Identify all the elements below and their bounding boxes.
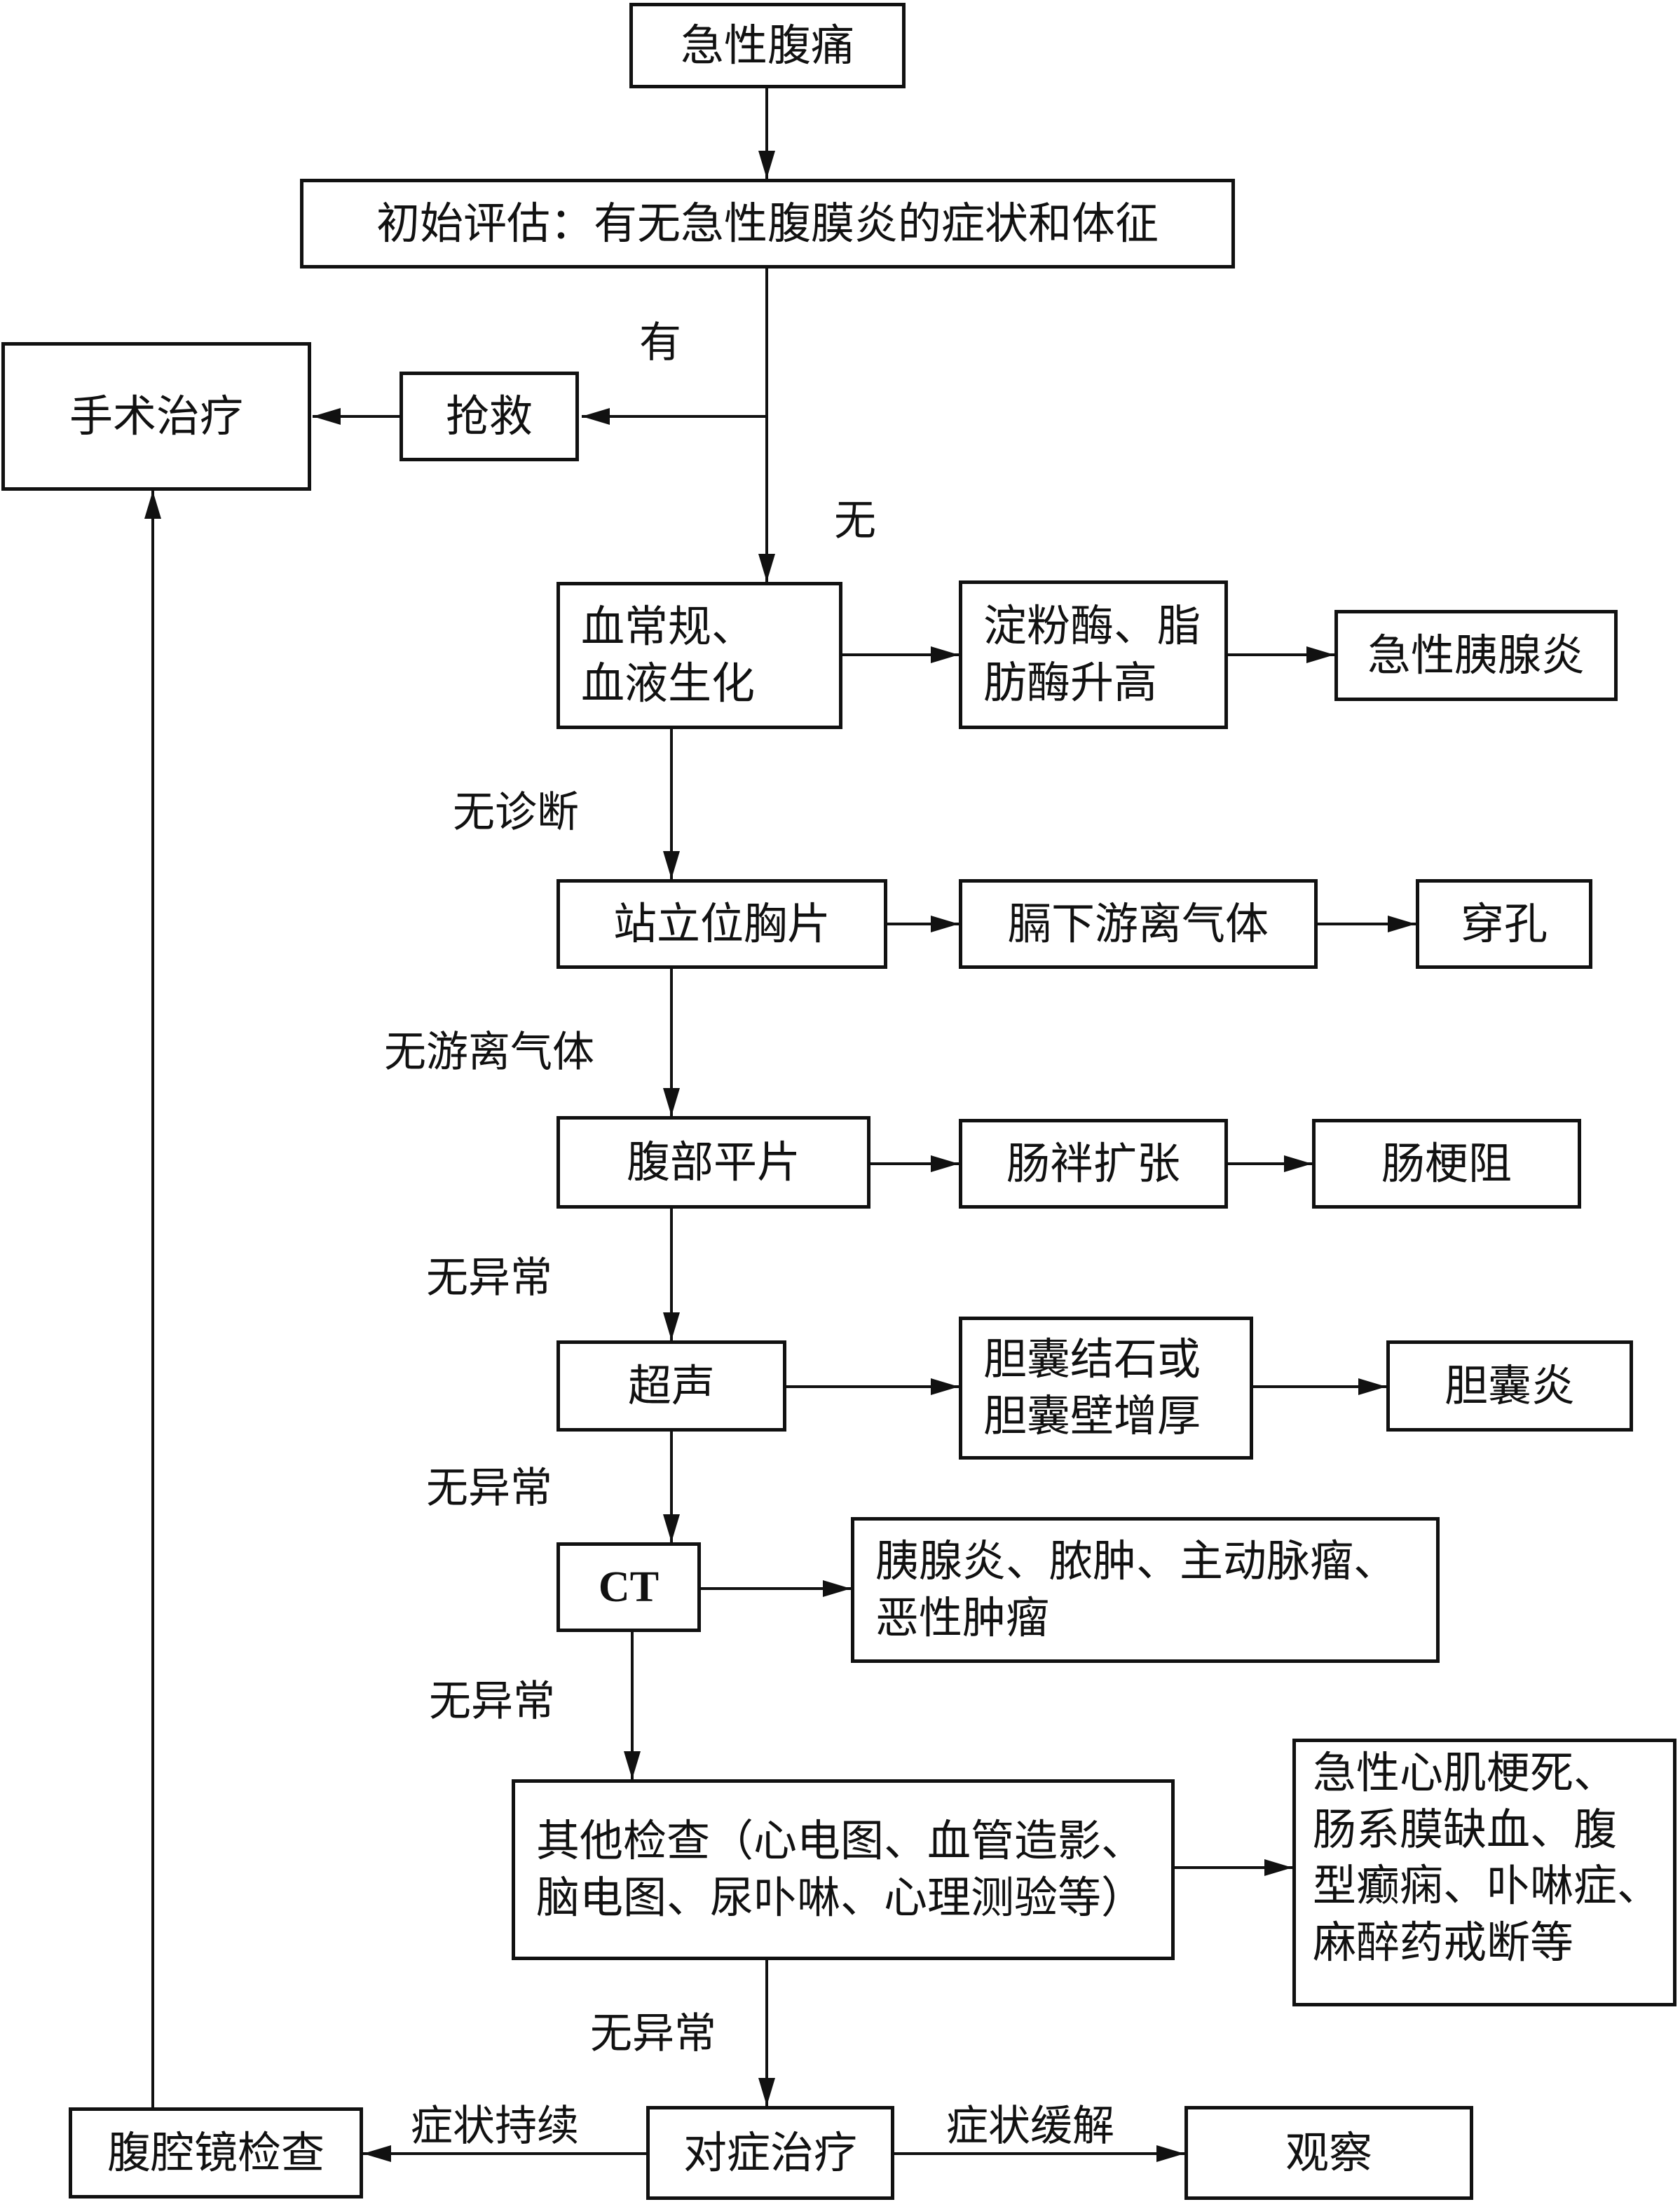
node-ultrasound: 超声 bbox=[556, 1340, 786, 1432]
node-label: 对症治疗 bbox=[683, 2126, 857, 2178]
node-label: 初始评估：有无急性腹膜炎的症状和体征 bbox=[376, 197, 1159, 249]
node-label: 胆囊炎 bbox=[1444, 1359, 1575, 1411]
node-label: 观察 bbox=[1285, 2126, 1372, 2178]
node-observe: 观察 bbox=[1184, 2106, 1473, 2200]
node-label-line: 肠系膜缺血、腹 bbox=[1313, 1803, 1618, 1855]
node-amylase-elevated: 淀粉酶、脂 肪酶升高 bbox=[959, 580, 1228, 729]
node-rescue: 抢救 bbox=[399, 372, 579, 461]
node-surgery: 手术治疗 bbox=[1, 342, 311, 491]
node-label-line: 脑电图、尿卟啉、心理测验等） bbox=[536, 1872, 1145, 1923]
edge-label-no-abnormal: 无异常 bbox=[590, 2009, 716, 2058]
node-label: 腹部平片 bbox=[626, 1136, 800, 1188]
node-label: 肠梗阻 bbox=[1381, 1137, 1512, 1189]
edge-label-no-diagnosis: 无诊断 bbox=[453, 788, 579, 837]
node-label: 手术治疗 bbox=[69, 390, 243, 442]
node-label: 膈下游离气体 bbox=[1007, 897, 1269, 949]
node-label: 穿孔 bbox=[1460, 897, 1548, 949]
node-initial-assessment: 初始评估：有无急性腹膜炎的症状和体征 bbox=[300, 179, 1235, 269]
edge-label-no-free-gas: 无游离气体 bbox=[384, 1028, 594, 1077]
node-label-line: 急性心肌梗死、 bbox=[1313, 1747, 1618, 1798]
node-laparoscopy: 腹腔镜检查 bbox=[69, 2107, 363, 2198]
node-other-findings: 急性心肌梗死、 肠系膜缺血、腹 型癫痫、卟啉症、 麻醉药戒断等 bbox=[1292, 1739, 1676, 2006]
node-label-line: 胰腺炎、脓肿、主动脉瘤、 bbox=[875, 1535, 1398, 1587]
node-abdominal-xray: 腹部平片 bbox=[556, 1116, 870, 1209]
node-free-gas: 膈下游离气体 bbox=[959, 879, 1318, 969]
node-label-line: 型癫痫、卟啉症、 bbox=[1313, 1860, 1661, 1912]
node-label: 急性腹痛 bbox=[680, 19, 854, 71]
node-label: 急性胰腺炎 bbox=[1367, 629, 1585, 681]
node-ct: CT bbox=[556, 1542, 701, 1632]
node-ct-findings: 胰腺炎、脓肿、主动脉瘤、 恶性肿瘤 bbox=[851, 1517, 1440, 1663]
node-label: 抢救 bbox=[445, 390, 533, 442]
node-label: 腹腔镜检查 bbox=[107, 2126, 325, 2178]
node-label: 超声 bbox=[627, 1359, 715, 1411]
node-label: 站立位胸片 bbox=[613, 897, 831, 949]
edge-label-yes: 有 bbox=[639, 318, 681, 367]
edge-label-no-abnormal: 无异常 bbox=[426, 1253, 552, 1303]
node-label-line: 淀粉酶、脂 bbox=[983, 600, 1201, 652]
node-acute-abdominal-pain: 急性腹痛 bbox=[629, 3, 906, 88]
node-label: 肠袢扩张 bbox=[1006, 1137, 1180, 1189]
node-label-line: 胆囊壁增厚 bbox=[983, 1390, 1201, 1441]
edge-label-no-abnormal: 无异常 bbox=[426, 1464, 552, 1513]
node-label-line: 肪酶升高 bbox=[983, 657, 1158, 708]
node-label-line: 麻醉药戒断等 bbox=[1313, 1916, 1574, 1968]
node-label: CT bbox=[598, 1563, 660, 1611]
node-gallstone: 胆囊结石或 胆囊壁增厚 bbox=[959, 1317, 1253, 1460]
node-bowel-dilation: 肠袢扩张 bbox=[959, 1119, 1228, 1209]
node-symptomatic-treatment: 对症治疗 bbox=[646, 2106, 894, 2200]
edge-label-no-abnormal: 无异常 bbox=[429, 1677, 555, 1726]
node-label-line: 血液生化 bbox=[581, 658, 756, 709]
node-cholecystitis: 胆囊炎 bbox=[1386, 1340, 1633, 1432]
node-other-exams: 其他检查（心电图、血管造影、 脑电图、尿卟啉、心理测验等） bbox=[512, 1779, 1175, 1960]
node-perforation: 穿孔 bbox=[1416, 879, 1592, 969]
node-acute-pancreatitis: 急性胰腺炎 bbox=[1334, 610, 1618, 701]
node-blood-tests: 血常规、 血液生化 bbox=[556, 582, 842, 729]
node-label-line: 胆囊结石或 bbox=[983, 1333, 1201, 1385]
node-bowel-obstruction: 肠梗阻 bbox=[1312, 1119, 1581, 1209]
node-label-line: 恶性肿瘤 bbox=[875, 1592, 1050, 1643]
edge-label-symptoms-relieved: 症状缓解 bbox=[946, 2102, 1114, 2151]
edge-label-symptoms-persist: 症状持续 bbox=[411, 2102, 579, 2151]
node-label-line: 其他检查（心电图、血管造影、 bbox=[536, 1815, 1145, 1867]
node-chest-xray: 站立位胸片 bbox=[556, 879, 887, 969]
edge-label-no: 无 bbox=[834, 496, 876, 545]
node-label-line: 血常规、 bbox=[581, 601, 756, 653]
